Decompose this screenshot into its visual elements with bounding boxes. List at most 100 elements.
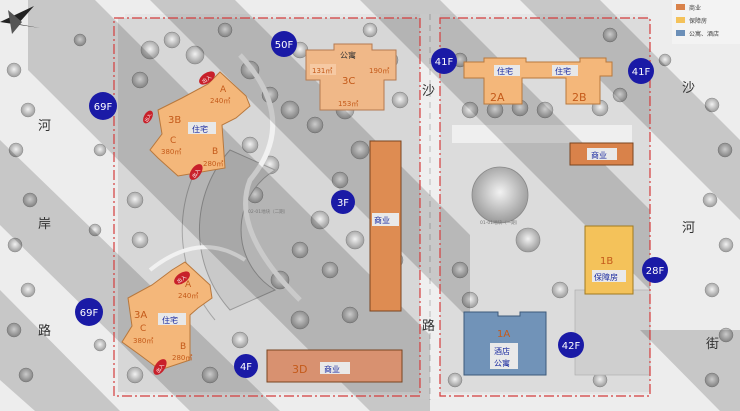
building-3c-id: 3C: [342, 76, 355, 87]
garden-path: [238, 53, 302, 302]
commerce-tall-label: 商业: [374, 215, 390, 225]
legend-swatch-hotel: [676, 30, 685, 36]
building-3c-area-left-bg: [310, 64, 336, 75]
legend-label-hotel: 公寓、酒店: [689, 30, 719, 38]
svg-text:出入: 出入: [155, 362, 166, 374]
building-commerce-tall: 商业: [369, 140, 402, 312]
floor-badge-50f: 50F: [271, 31, 297, 57]
building-commerce-top: 商业: [569, 142, 634, 166]
building-3a-c-letter: C: [140, 324, 146, 334]
building-2a-id: 2A: [490, 91, 505, 104]
building-3b-a-letter: A: [220, 85, 227, 95]
building-3c: 公寓 131㎡ 190㎡ 3C 153㎡: [305, 43, 397, 111]
right-road-char-2: 河: [682, 221, 695, 236]
garden-path-2: [148, 245, 247, 272]
checker-plaza: [574, 289, 651, 376]
building-1b-label-bg: [592, 270, 626, 282]
svg-text:69F: 69F: [94, 102, 113, 113]
legend-label-affordable: 保障房: [689, 17, 707, 25]
bottom-street-area: [0, 394, 740, 411]
right-block-road: [452, 125, 632, 143]
svg-text:42F: 42F: [562, 341, 581, 352]
middle-road-char-2: 路: [422, 318, 435, 334]
building-3a-c-area: 380㎡: [133, 337, 153, 345]
entrance-tag-5: 出入: [153, 359, 167, 375]
building-1b-label: 保障房: [594, 272, 618, 282]
building-3a-a-letter: A: [185, 280, 192, 290]
left-road-char-2: 岸: [38, 217, 51, 232]
legend-label-commerce: 商业: [689, 4, 701, 12]
building-3c-area-right: 190㎡: [369, 67, 389, 75]
building-3b-c-area: 380㎡: [161, 148, 181, 156]
building-3b-type: 住宅: [192, 124, 208, 134]
middle-road-char-1: 沙: [422, 84, 435, 99]
zone-label-left: 02-01地块（二期）: [248, 208, 288, 215]
legend-swatch-affordable: [676, 17, 685, 23]
building-2b-type: 住宅: [555, 66, 571, 76]
entrance-tag-1: 出入: [199, 71, 215, 85]
legend: 商业 保障房 公寓、酒店: [672, 0, 740, 44]
left-road-char-1: 河: [38, 119, 51, 134]
right-block-fountain: [471, 166, 529, 224]
building-2b-id: 2B: [572, 91, 587, 104]
left-road-char-3: 路: [38, 323, 51, 339]
commerce-top-label-bg: [587, 148, 617, 160]
building-3d-id: 3D: [292, 363, 307, 376]
floor-badge-4f: 4F: [234, 354, 258, 378]
entrance-tag-3: 出入: [189, 164, 203, 180]
legend-swatch-commerce: [676, 4, 685, 10]
floor-badge-3f: 3F: [331, 190, 355, 214]
top-street-area: [0, 0, 740, 14]
building-2b-type-bg: [552, 65, 578, 76]
svg-text:出入: 出入: [201, 74, 213, 85]
building-3d-label-bg: [320, 362, 350, 374]
building-1a-label-2: 公寓: [494, 358, 510, 368]
right-road-char-1: 沙: [682, 81, 695, 96]
floor-badge-42f: 42F: [558, 332, 584, 358]
building-3a-id: 3A: [134, 310, 147, 321]
right-block-tree: [515, 227, 541, 253]
building-3b-b-letter: B: [212, 147, 218, 157]
right-street-trees: [658, 53, 734, 388]
building-2a-type: 住宅: [497, 66, 513, 76]
arc-plaza: [198, 149, 277, 311]
svg-text:出入: 出入: [176, 274, 188, 285]
building-3a-type: 住宅: [162, 315, 178, 325]
entrance-tags: 出入 出入 出入 出入 出入: [143, 71, 215, 375]
building-3a-b-letter: B: [180, 342, 186, 352]
left-street-trees: [6, 33, 107, 383]
svg-text:69F: 69F: [80, 308, 99, 319]
commerce-tall-label-bg: [372, 213, 399, 226]
building-1a-id: 1A: [497, 329, 510, 340]
building-3b-id: 3B: [168, 115, 181, 126]
building-3c-title: 公寓: [340, 50, 356, 60]
svg-text:出入: 出入: [143, 112, 154, 124]
svg-text:3F: 3F: [337, 198, 349, 209]
building-3c-area-bottom: 153㎡: [338, 100, 358, 108]
svg-text:41F: 41F: [435, 57, 454, 68]
entrance-tag-2: 出入: [143, 110, 154, 124]
building-3a-a-area: 240㎡: [178, 292, 198, 300]
building-3b-type-bg: [188, 122, 216, 134]
building-1a-label-bg: [490, 343, 518, 369]
building-3c-area-left: 131㎡: [312, 67, 332, 75]
phase2-boundary: [113, 17, 421, 397]
building-2a-type-bg: [494, 65, 520, 76]
building-1b-id: 1B: [600, 256, 613, 267]
right-street-area: [648, 0, 740, 411]
building-1a-label-1: 酒店: [494, 346, 510, 356]
building-3b-c-letter: C: [170, 136, 176, 146]
svg-text:出入: 出入: [191, 167, 202, 179]
building-3b-b-area: 280㎡: [203, 160, 223, 168]
building-1a: 1A 酒店 公寓: [463, 311, 547, 376]
building-3d: 3D 商业: [266, 349, 403, 383]
zone-label-right: 01-01地块（一期）: [480, 219, 520, 226]
right-street-char: 街: [706, 337, 719, 352]
entrance-tag-4: 出入: [174, 271, 190, 285]
building-2a-2b: 住宅 住宅 2A 2B: [463, 57, 613, 105]
building-3b-a-area: 240㎡: [210, 97, 230, 105]
svg-text:50F: 50F: [275, 40, 294, 51]
